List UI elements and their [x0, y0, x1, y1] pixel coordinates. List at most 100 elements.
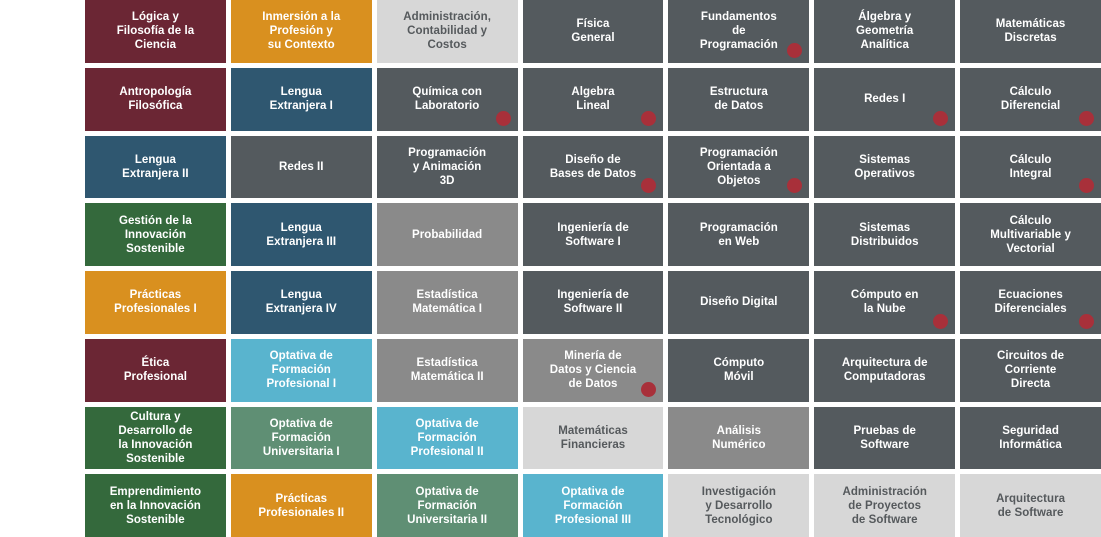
course-label: Lengua Extranjera II: [122, 153, 189, 180]
prerequisite-marker-dot: [641, 381, 657, 397]
course-label: Cálculo Integral: [1009, 153, 1052, 180]
course-label: Ecuaciones Diferenciales: [994, 289, 1067, 316]
course-label: Lengua Extranjera IV: [265, 289, 337, 316]
course-cell[interactable]: Física General: [522, 0, 664, 63]
course-cell[interactable]: Álgebra y Geometría Analítica: [814, 0, 956, 63]
course-label: Emprendimiento en la Innovación Sostenib…: [109, 485, 202, 526]
course-cell[interactable]: Seguridad Informática: [960, 406, 1101, 470]
course-cell[interactable]: Emprendimiento en la Innovación Sostenib…: [85, 474, 226, 537]
course-cell[interactable]: Minería de Datos y Ciencia de Datos: [522, 338, 664, 402]
course-cell[interactable]: Sistemas Operativos: [814, 135, 956, 199]
course-label: Probabilidad: [412, 228, 483, 241]
course-label: Pruebas de Software: [853, 424, 916, 451]
course-cell[interactable]: Optativa de Formación Profesional II: [376, 406, 518, 470]
course-label: Minería de Datos y Ciencia de Datos: [549, 350, 637, 391]
course-cell[interactable]: Cómputo en la Nube: [814, 271, 956, 334]
prerequisite-marker-dot: [933, 110, 949, 126]
course-label: Antropología Filosófica: [119, 86, 192, 113]
course-label: Circuitos de Corriente Directa: [997, 350, 1065, 391]
course-label: Prácticas Profesionales I: [114, 289, 197, 316]
course-cell[interactable]: Administración, Contabilidad y Costos: [376, 0, 518, 63]
course-cell[interactable]: Optativa de Formación Universitaria II: [376, 474, 518, 537]
course-cell[interactable]: Química con Laboratorio: [376, 67, 518, 131]
course-label: Cómputo Móvil: [713, 357, 765, 384]
course-cell[interactable]: Lengua Extranjera IV: [230, 271, 372, 334]
course-cell[interactable]: Programación y Animación 3D: [376, 135, 518, 199]
course-cell[interactable]: Arquitectura de Software: [960, 474, 1101, 537]
course-cell[interactable]: Ecuaciones Diferenciales: [960, 271, 1101, 334]
course-cell[interactable]: Lengua Extranjera I: [230, 67, 372, 131]
course-cell[interactable]: Optativa de Formación Profesional I: [230, 338, 372, 402]
course-cell[interactable]: Fundamentos de Programación: [668, 0, 810, 63]
course-cell[interactable]: Arquitectura de Computadoras: [814, 338, 956, 402]
course-cell[interactable]: Ética Profesional: [85, 338, 226, 402]
course-cell[interactable]: Investigación y Desarrollo Tecnológico: [668, 474, 810, 537]
course-label: Cómputo en la Nube: [850, 289, 919, 316]
course-label: Programación Orientada a Objetos: [699, 146, 778, 187]
course-cell[interactable]: Algebra Lineal: [522, 67, 664, 131]
course-cell[interactable]: Lógica y Filosofía de la Ciencia: [85, 0, 226, 63]
course-cell[interactable]: Cultura y Desarrollo de la Innovación So…: [85, 406, 226, 470]
course-cell[interactable]: Cálculo Multivariable y Vectorial: [960, 203, 1101, 266]
course-label: Diseño de Bases de Datos: [549, 153, 637, 180]
course-cell[interactable]: Redes I: [814, 67, 956, 131]
course-cell[interactable]: Lengua Extranjera III: [230, 203, 372, 266]
course-cell[interactable]: Prácticas Profesionales II: [230, 474, 372, 537]
course-cell[interactable]: Diseño Digital: [668, 271, 810, 334]
course-cell[interactable]: Administración de Proyectos de Software: [814, 474, 956, 537]
course-label: Cálculo Multivariable y Vectorial: [990, 214, 1071, 255]
course-label: Prácticas Profesionales II: [258, 492, 345, 519]
course-cell[interactable]: Matemáticas Discretas: [960, 0, 1101, 63]
course-cell[interactable]: Antropología Filosófica: [85, 67, 226, 131]
course-cell[interactable]: Programación Orientada a Objetos: [668, 135, 810, 199]
course-label: Ética Profesional: [123, 357, 188, 384]
course-cell[interactable]: Prácticas Profesionales I: [85, 271, 226, 334]
course-cell[interactable]: Cómputo Móvil: [668, 338, 810, 402]
course-label: Algebra Lineal: [571, 86, 615, 113]
course-cell[interactable]: Estadística Matemática II: [376, 338, 518, 402]
course-label: Lengua Extranjera III: [266, 221, 337, 248]
prerequisite-marker-dot: [641, 178, 657, 194]
course-label: Ingeniería de Software I: [557, 221, 629, 248]
course-cell[interactable]: Optativa de Formación Profesional III: [522, 474, 664, 537]
course-label: Optativa de Formación Profesional I: [266, 350, 337, 391]
course-cell[interactable]: Sistemas Distribuidos: [814, 203, 956, 266]
course-label: Gestión de la Innovación Sostenible: [118, 214, 192, 255]
course-cell[interactable]: Estadística Matemática I: [376, 271, 518, 334]
course-cell[interactable]: Inmersión a la Profesión y su Contexto: [230, 0, 372, 63]
course-label: Estadística Matemática II: [410, 357, 484, 384]
course-label: Redes II: [279, 160, 324, 173]
course-cell[interactable]: Lengua Extranjera II: [85, 135, 226, 199]
course-cell[interactable]: Análisis Numérico: [668, 406, 810, 470]
course-cell[interactable]: Gestión de la Innovación Sostenible: [85, 203, 226, 266]
course-label: Diseño Digital: [700, 296, 778, 309]
course-cell[interactable]: Cálculo Diferencial: [960, 67, 1101, 131]
prerequisite-marker-dot: [1079, 110, 1094, 126]
course-cell[interactable]: Diseño de Bases de Datos: [522, 135, 664, 199]
course-cell[interactable]: Redes II: [230, 135, 372, 199]
course-cell[interactable]: Ingeniería de Software II: [522, 271, 664, 334]
course-label: Administración, Contabilidad y Costos: [403, 11, 491, 52]
course-label: Optativa de Formación Profesional II: [410, 417, 484, 458]
course-cell[interactable]: Programación en Web: [668, 203, 810, 266]
course-label: Optativa de Formación Universitaria II: [407, 485, 488, 526]
course-label: Álgebra y Geometría Analítica: [856, 11, 914, 52]
course-label: Investigación y Desarrollo Tecnológico: [701, 485, 776, 526]
course-cell[interactable]: Matemáticas Financieras: [522, 406, 664, 470]
course-cell[interactable]: Pruebas de Software: [814, 406, 956, 470]
course-cell[interactable]: Probabilidad: [376, 203, 518, 266]
course-cell[interactable]: Cálculo Integral: [960, 135, 1101, 199]
prerequisite-marker-dot: [787, 178, 803, 194]
course-label: Cultura y Desarrollo de la Innovación So…: [118, 410, 193, 465]
prerequisite-marker-dot: [641, 110, 657, 126]
course-label: Sistemas Operativos: [854, 153, 915, 180]
course-label: Arquitectura de Software: [996, 492, 1066, 519]
course-label: Administración de Proyectos de Software: [842, 485, 927, 526]
course-cell[interactable]: Optativa de Formación Universitaria I: [230, 406, 372, 470]
course-cell[interactable]: Estructura de Datos: [668, 67, 810, 131]
course-cell[interactable]: Circuitos de Corriente Directa: [960, 338, 1101, 402]
course-label: Sistemas Distribuidos: [850, 221, 919, 248]
course-cell[interactable]: Ingeniería de Software I: [522, 203, 664, 266]
course-label: Cálculo Diferencial: [1000, 86, 1061, 113]
